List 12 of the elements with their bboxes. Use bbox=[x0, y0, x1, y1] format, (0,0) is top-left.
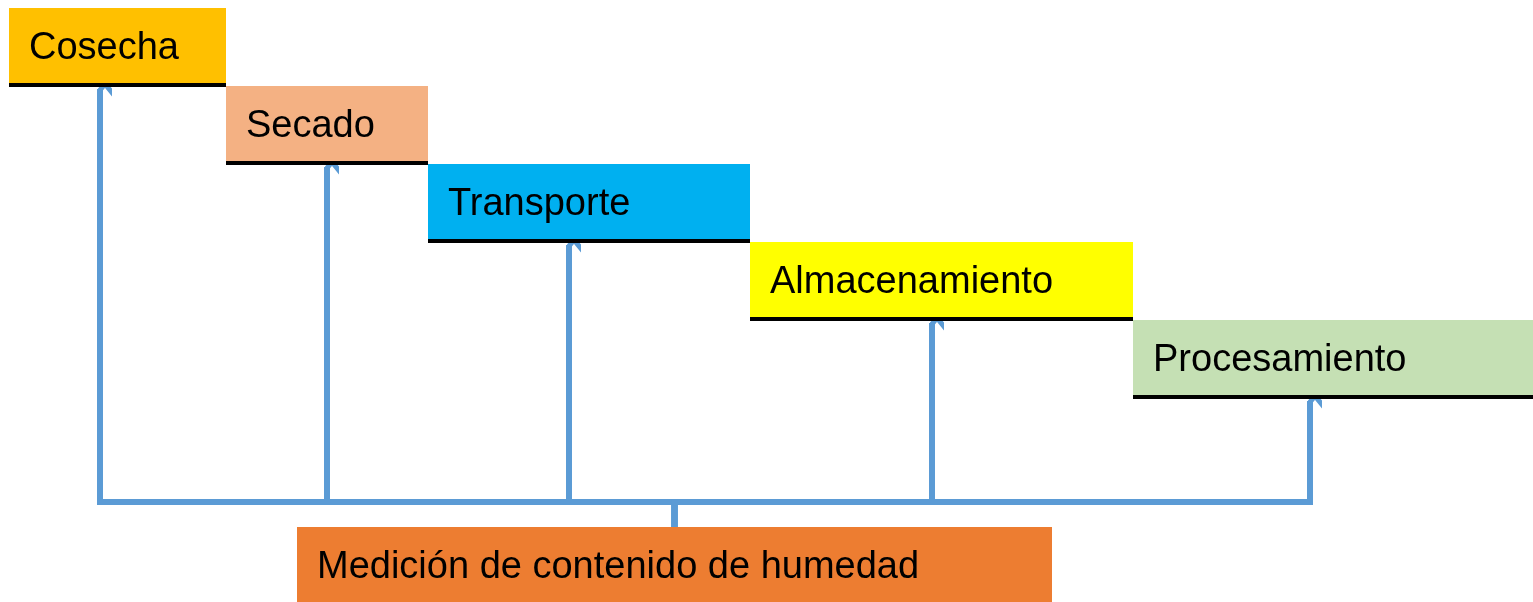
step-label: Almacenamiento bbox=[770, 260, 1054, 299]
step-box bbox=[226, 86, 428, 165]
step-label: Secado bbox=[246, 104, 375, 143]
step-label: Transporte bbox=[448, 182, 631, 221]
step-label: Procesamiento bbox=[1153, 338, 1407, 377]
step-box bbox=[1133, 320, 1533, 399]
step-box bbox=[750, 242, 1133, 321]
step-box bbox=[428, 164, 750, 243]
process-box bbox=[297, 527, 1052, 602]
step-label: Cosecha bbox=[29, 26, 179, 65]
step-box bbox=[9, 8, 226, 87]
step-label: Medición de contenido de humedad bbox=[317, 545, 920, 584]
